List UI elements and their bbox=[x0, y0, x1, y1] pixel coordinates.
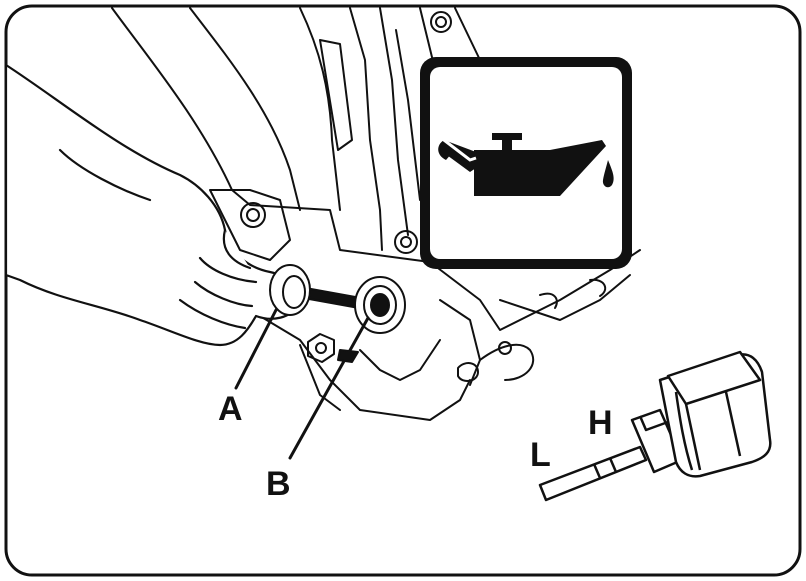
hand-illustration bbox=[4, 63, 298, 347]
engine-block bbox=[111, 7, 641, 421]
callout-line-a bbox=[234, 308, 278, 390]
dipstick-in-engine bbox=[269, 264, 406, 334]
callout-line-b bbox=[288, 316, 370, 460]
mark-h bbox=[608, 457, 618, 473]
label-l: L bbox=[530, 436, 551, 474]
mark-l bbox=[592, 463, 602, 479]
label-h: H bbox=[588, 404, 613, 442]
oil-can-icon bbox=[420, 57, 632, 269]
callout-lines bbox=[234, 308, 370, 460]
label-a: A bbox=[218, 390, 243, 428]
dipstick-detail bbox=[538, 350, 772, 502]
label-b: B bbox=[266, 465, 291, 503]
